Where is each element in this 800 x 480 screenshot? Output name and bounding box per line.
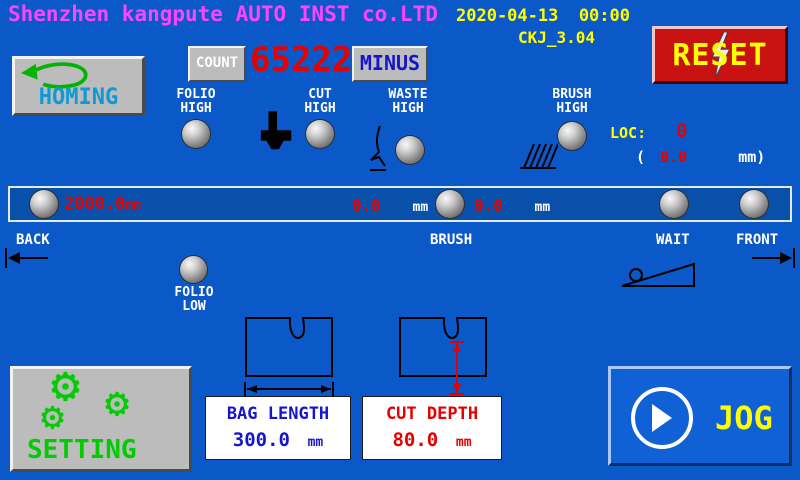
cut-depth-field[interactable]: CUT DEPTH 80.0 mm <box>362 396 502 460</box>
reset-button[interactable]: RESET <box>652 26 788 84</box>
setting-label: SETTING <box>27 435 137 465</box>
gear-icon: ⚙ <box>41 394 64 438</box>
folio-high-indicator <box>182 120 210 148</box>
ramp-icon <box>621 262 695 287</box>
homing-arrow-icon <box>21 62 88 89</box>
reset-label: RESET <box>672 37 768 73</box>
minus-button[interactable]: MINUS <box>352 46 428 82</box>
homing-label: HOMING <box>38 85 119 110</box>
waste-high-label: WASTE HIGH <box>388 87 428 116</box>
cut-high-label: CUT HIGH <box>304 87 336 116</box>
version-label: CKJ_3.04 <box>518 28 596 47</box>
cut-depth-value-row: 80.0 mm <box>392 429 472 451</box>
front-position-marker <box>740 190 768 218</box>
bag-length-measure-arrow <box>244 382 334 396</box>
datetime-display: 2020-04-13 00:00 <box>456 6 630 26</box>
brush-position-marker <box>436 190 464 218</box>
gear-icon: ⚙ <box>51 357 80 413</box>
cut-depth-diagram <box>399 317 487 377</box>
jog-label: JOG <box>715 399 773 437</box>
play-circle-icon <box>631 387 693 449</box>
jog-button[interactable]: JOG <box>608 366 792 466</box>
back-position-marker <box>30 190 58 218</box>
left-limit-arrow-icon <box>5 248 48 268</box>
loc-offset-value: 0.0 <box>660 148 688 166</box>
waste-icon <box>370 126 386 171</box>
brush-offset-right: 0.0 mm <box>474 196 551 215</box>
brush-offset-left: 0.0 mm <box>352 196 429 215</box>
count-value: 65222 <box>250 40 353 80</box>
count-button[interactable]: COUNT <box>188 46 246 82</box>
cut-high-indicator <box>306 120 334 148</box>
count-label: COUNT <box>195 55 239 71</box>
station-label-wait: WAIT <box>656 232 690 248</box>
bag-length-value-row: 300.0 mm <box>232 429 324 451</box>
setting-button[interactable]: ⚙ ⚙ ⚙ SETTING <box>10 361 192 472</box>
cutter-icon <box>260 111 292 150</box>
bag-length-diagram <box>245 317 333 377</box>
cut-depth-label: CUT DEPTH <box>385 404 479 424</box>
minus-label: MINUS <box>359 51 421 75</box>
bag-length-label: BAG LENGTH <box>226 404 330 424</box>
bag-length-field[interactable]: BAG LENGTH 300.0 mm <box>205 396 351 460</box>
waste-high-indicator <box>396 136 424 164</box>
loc-offset: ( 0.0 mm) <box>636 148 765 166</box>
gear-icon: ⚙ <box>105 380 130 426</box>
loc-paren-open: ( <box>636 148 646 166</box>
play-triangle-icon <box>652 404 672 432</box>
folio-high-label: FOLIO HIGH <box>176 87 216 116</box>
station-label-brush: BRUSH <box>430 232 473 248</box>
right-limit-arrow-icon <box>752 248 795 268</box>
loc-value: 0 <box>676 120 688 142</box>
cut-depth-measure-arrow <box>450 341 464 395</box>
brush-high-label: BRUSH HIGH <box>552 87 592 116</box>
lightning-bolt-icon <box>711 32 731 78</box>
brush-icon <box>520 143 558 169</box>
loc-label: LOC: <box>610 124 647 142</box>
company-title: Shenzhen kangpute AUTO INST co.LTD <box>8 2 438 26</box>
folio-low-indicator <box>180 256 207 283</box>
folio-low-label: FOLIO LOW <box>174 285 214 314</box>
loc-offset-unit: mm) <box>738 148 766 166</box>
back-position-value: 2000.0mm <box>64 194 142 214</box>
station-label-back: BACK <box>16 232 50 248</box>
station-label-front: FRONT <box>736 232 779 248</box>
homing-button[interactable]: HOMING <box>12 56 145 116</box>
brush-high-indicator <box>558 122 586 150</box>
wait-position-marker <box>660 190 688 218</box>
